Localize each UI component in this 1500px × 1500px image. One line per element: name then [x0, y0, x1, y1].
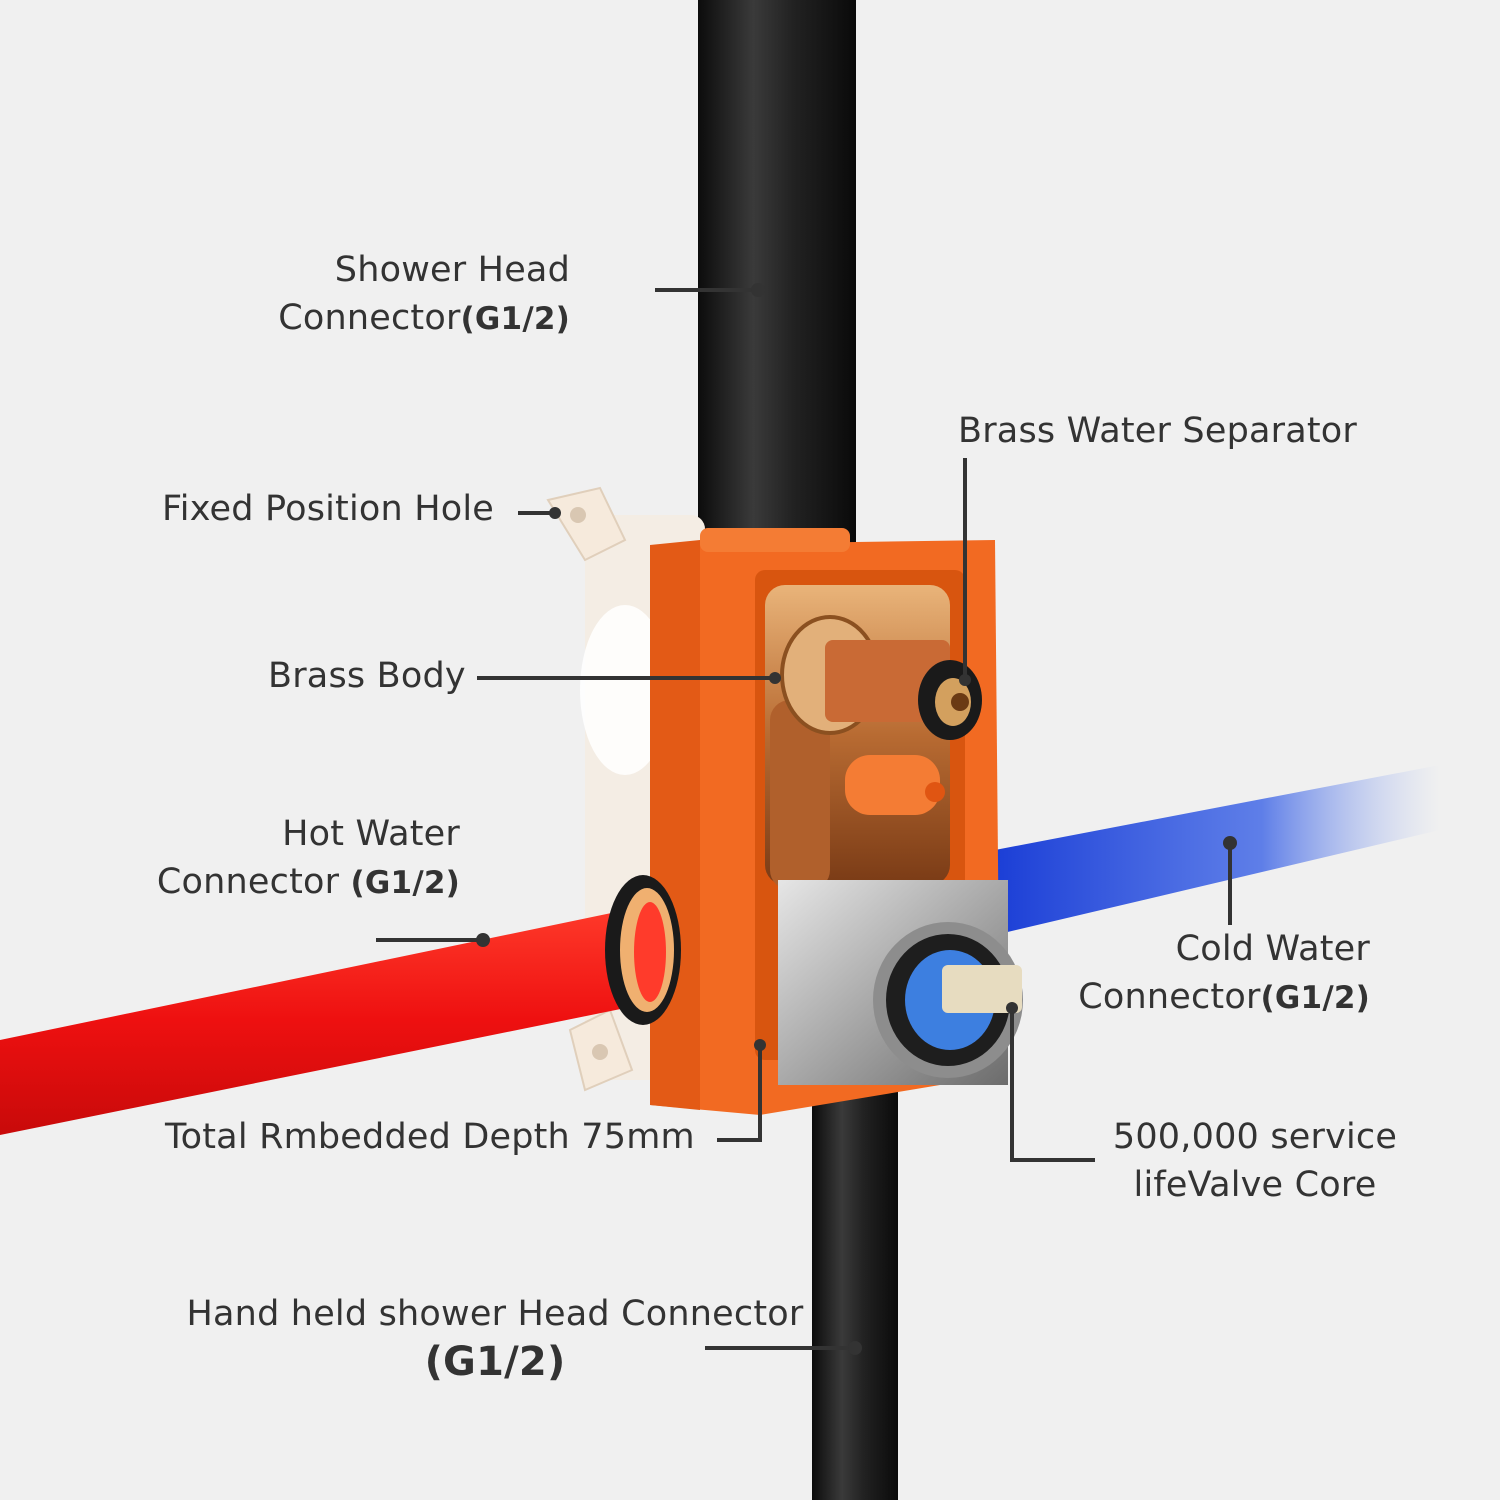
hand-held-line1: Hand held shower Head Connector	[186, 1294, 804, 1334]
shower-head-line1: Shower Head	[334, 250, 570, 290]
valve-core-line2: lifeValve Core	[1133, 1165, 1377, 1205]
hot-water-pipe	[0, 875, 681, 1135]
label-hand-held: Hand held shower Head Connector (G1/2)	[150, 1290, 840, 1386]
leader-lines	[376, 288, 1232, 1350]
label-brass-water-separator: Brass Water Separator	[958, 411, 1358, 451]
hot-water-spec: (G1/2)	[350, 865, 460, 901]
valve-core	[778, 880, 1023, 1085]
shower-head-pipe	[698, 0, 856, 545]
cold-water-line2: Connector	[1078, 977, 1261, 1017]
cold-water-spec: (G1/2)	[1260, 980, 1370, 1016]
valve-core-line1: 500,000 service	[1112, 1117, 1398, 1157]
hand-held-pipe	[812, 1060, 898, 1500]
hot-water-line2: Connector	[156, 862, 340, 902]
shower-head-line2: Connector	[278, 298, 461, 338]
cold-water-pipe	[995, 765, 1440, 935]
label-embedded-depth: Total Rmbedded Depth 75mm	[165, 1117, 695, 1157]
label-cold-water: Cold Water Connector(G1/2)	[1040, 925, 1370, 1022]
cold-water-line1: Cold Water	[1175, 929, 1370, 969]
hot-water-line1: Hot Water	[282, 814, 460, 854]
shower-head-spec: (G1/2)	[460, 301, 570, 337]
label-shower-head: Shower Head Connector(G1/2)	[230, 246, 570, 343]
label-brass-body: Brass Body	[268, 656, 466, 696]
label-fixed-position-hole: Fixed Position Hole	[162, 489, 495, 529]
leader-dots	[476, 283, 1237, 1355]
label-hot-water: Hot Water Connector (G1/2)	[140, 810, 460, 907]
brass-body	[765, 585, 982, 890]
hand-held-spec: (G1/2)	[424, 1339, 566, 1385]
label-valve-core: 500,000 service lifeValve Core	[1105, 1113, 1405, 1209]
